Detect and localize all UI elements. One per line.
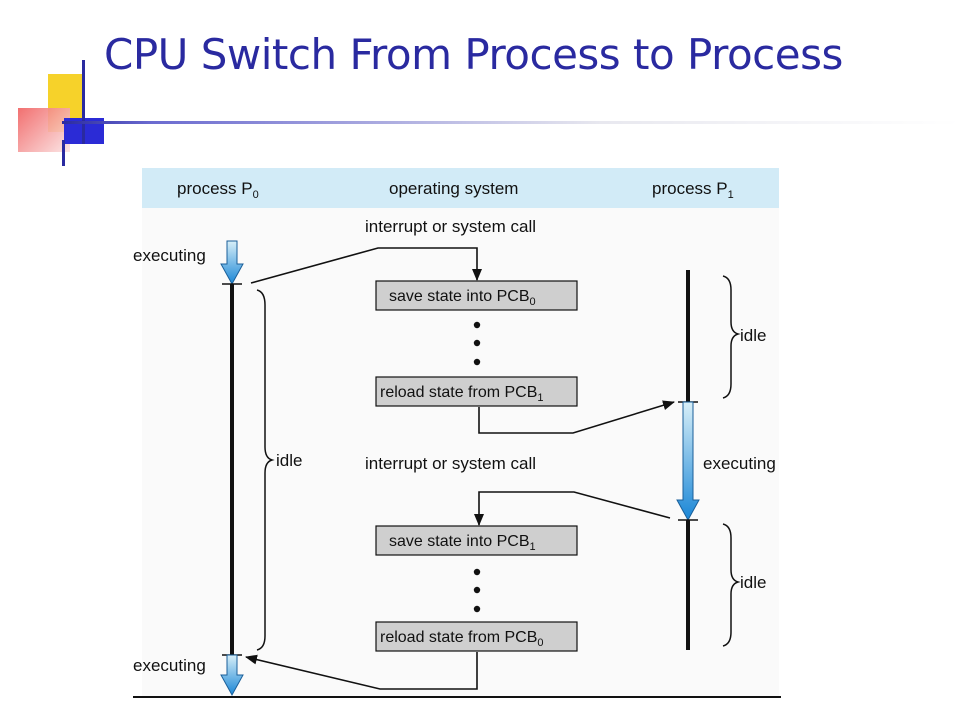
corner-decoration <box>0 0 140 170</box>
svg-text:reload state from PCB1: reload state from PCB1 <box>380 384 544 404</box>
header-process-p1: process P1 <box>652 179 734 201</box>
p0-executing-bottom-label: executing <box>133 656 206 675</box>
p1-idle-bottom-label: idle <box>740 573 766 592</box>
os-box-save-pcb1: save state into PCB1 <box>375 525 578 556</box>
p1-idle-top-label: idle <box>740 326 766 345</box>
arrow-reload-pcb1-to-p1 <box>478 400 675 434</box>
box1-subscript: 0 <box>530 296 536 308</box>
header-process-p0: process P0 <box>177 179 259 201</box>
red-square <box>18 108 70 152</box>
ellipsis-dot <box>473 605 481 613</box>
ellipsis-dot <box>473 339 481 347</box>
p0-exec-arrow-bottom <box>220 654 244 697</box>
p0-idle-label: idle <box>276 451 302 470</box>
svg-text:reload state from PCB0: reload state from PCB0 <box>380 629 544 649</box>
p1-exec-arrow <box>676 401 700 522</box>
p0-idle-brace <box>256 289 275 651</box>
box4-subscript: 0 <box>537 637 543 649</box>
title-underline <box>62 121 960 124</box>
arrow-p1-to-save-pcb1 <box>474 491 671 526</box>
ellipsis-dot <box>473 586 481 594</box>
svg-text:save state into PCB0: save state into PCB0 <box>389 288 536 308</box>
box2-subscript: 1 <box>537 392 543 404</box>
vertical-rule <box>82 60 85 144</box>
header-band <box>142 168 779 208</box>
interrupt-label-1: interrupt or system call <box>365 217 536 236</box>
arrow-reload-pcb0-to-p0 <box>245 652 478 690</box>
diagram-panel <box>142 168 779 696</box>
p0-exec-arrow-top <box>220 240 244 286</box>
os-box-reload-pcb0: reload state from PCB0 <box>375 621 578 652</box>
os-box-save-pcb0: save state into PCB0 <box>375 280 578 311</box>
p1-idle-brace-top <box>722 275 741 399</box>
small-stub <box>62 140 65 166</box>
header-p0-subscript: 0 <box>253 189 259 201</box>
p1-idle-brace-bottom <box>722 523 741 647</box>
header-operating-system: operating system <box>389 179 518 198</box>
svg-text:save state into PCB1: save state into PCB1 <box>389 533 536 553</box>
os-box-reload-pcb1: reload state from PCB1 <box>375 376 578 407</box>
slide-title: CPU Switch From Process to Process <box>104 30 843 79</box>
p1-executing-label: executing <box>703 454 776 473</box>
ellipsis-dot <box>473 568 481 576</box>
arrow-p0-to-save-pcb0 <box>250 247 482 284</box>
box3-subscript: 1 <box>530 541 536 553</box>
interrupt-label-2: interrupt or system call <box>365 454 536 473</box>
header-p1-subscript: 1 <box>728 189 734 201</box>
ellipsis-dot <box>473 321 481 329</box>
p0-executing-top-label: executing <box>133 246 206 265</box>
ellipsis-dot <box>473 358 481 366</box>
